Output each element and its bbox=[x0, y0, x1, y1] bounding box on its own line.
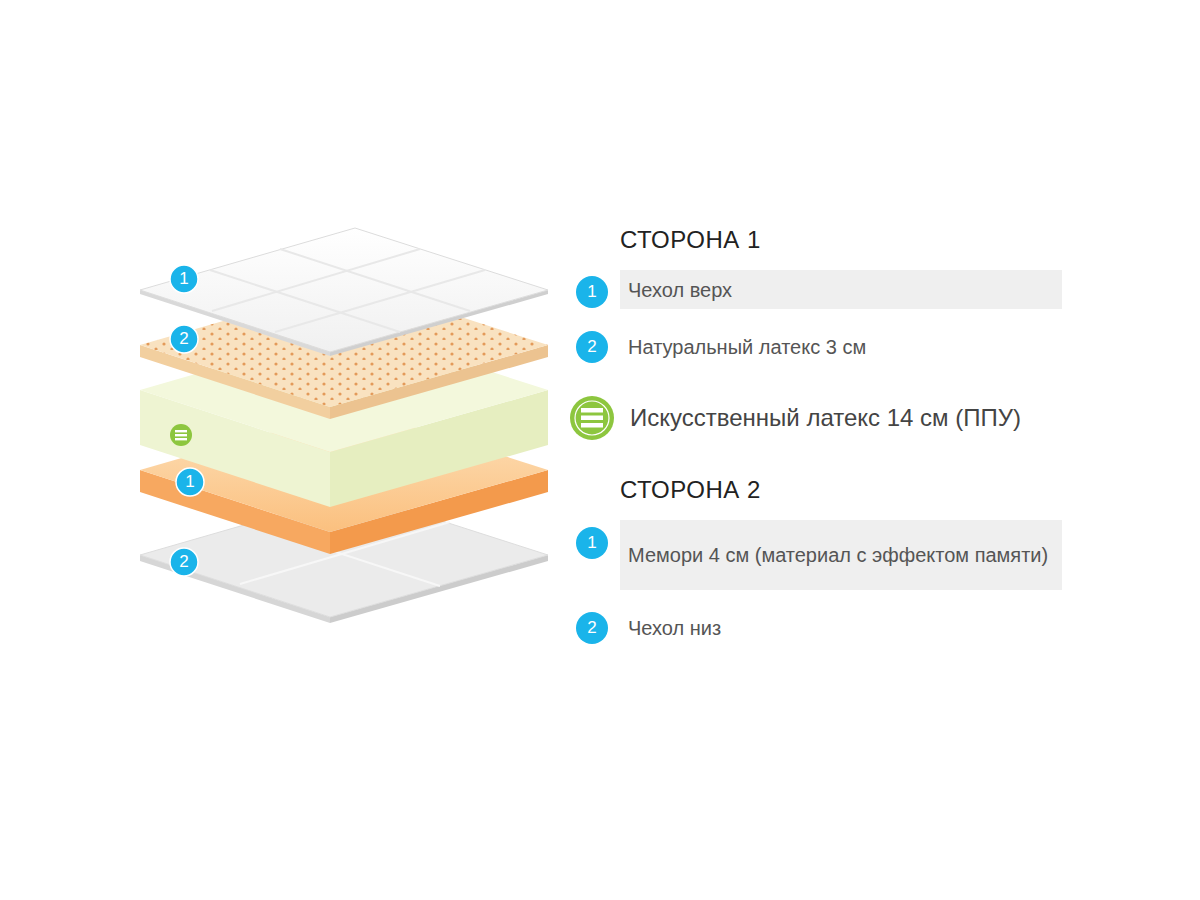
layer-label: Чехол низ bbox=[628, 617, 721, 640]
layer-label: Мемори 4 см (материал с эффектом памяти) bbox=[628, 542, 1054, 568]
top-cover-layer bbox=[140, 228, 548, 356]
icon-bar bbox=[581, 408, 603, 413]
section-heading: СТОРОНА 2 bbox=[620, 476, 761, 504]
callout-circle bbox=[170, 548, 198, 576]
callout-circle bbox=[576, 612, 608, 644]
layer-label: Искусственный латекс 14 см (ППУ) bbox=[630, 404, 1021, 432]
layer-icon bbox=[170, 424, 192, 446]
layer-label: Чехол верх bbox=[628, 277, 1054, 303]
icon-bar bbox=[175, 434, 187, 436]
icon-bar bbox=[175, 438, 187, 440]
layer-label: Натуральный латекс 3 см bbox=[628, 336, 866, 359]
layer-band: Чехол верх bbox=[620, 270, 1062, 309]
callout-circle bbox=[170, 325, 198, 353]
callout-circle bbox=[576, 527, 608, 559]
icon-bar bbox=[581, 416, 603, 421]
icon-bar bbox=[581, 423, 603, 428]
section-heading: СТОРОНА 1 bbox=[620, 226, 761, 254]
callout-circle bbox=[176, 468, 204, 496]
callout-number: 1 bbox=[176, 468, 204, 496]
callout-circle bbox=[576, 331, 608, 363]
callout-circle bbox=[576, 276, 608, 308]
callout-number: 2 bbox=[170, 548, 198, 576]
callout-number: 1 bbox=[170, 265, 198, 293]
icon-circle bbox=[570, 396, 614, 440]
icon-ring bbox=[575, 401, 609, 435]
callout-number: 1 bbox=[578, 529, 606, 557]
layer-band: Мемори 4 см (материал с эффектом памяти) bbox=[620, 520, 1062, 590]
layer-icon bbox=[570, 396, 614, 440]
quilt-seam bbox=[210, 249, 485, 332]
icon-circle bbox=[170, 424, 192, 446]
callout-number: 1 bbox=[578, 278, 606, 306]
callout-number: 2 bbox=[578, 614, 606, 642]
callout-circle bbox=[170, 265, 198, 293]
layer-top bbox=[140, 228, 548, 352]
callout-number: 2 bbox=[170, 325, 198, 353]
callout-number: 2 bbox=[578, 333, 606, 361]
icon-bar bbox=[175, 430, 187, 432]
